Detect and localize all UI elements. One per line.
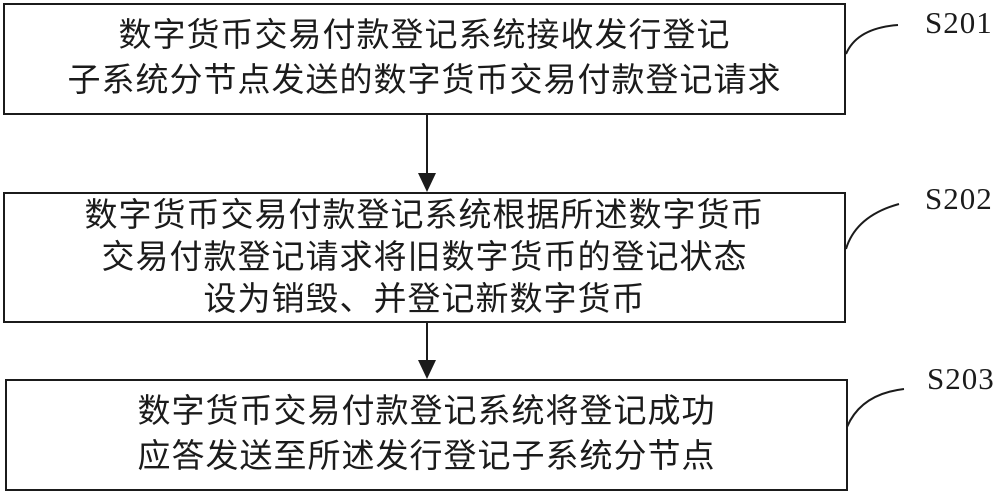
leader-curve-s203 bbox=[846, 388, 905, 428]
flow-step-box-1: 数字货币交易付款登记系统接收发行登记 子系统分节点发送的数字货币交易付款登记请求 bbox=[3, 3, 846, 115]
arrow-step2-to-step3 bbox=[418, 323, 436, 379]
flow-step-3-text-line-2: 应答发送至所述发行登记子系统分节点 bbox=[137, 439, 716, 475]
arrow-step1-to-step2 bbox=[418, 115, 436, 192]
step-label-s201: S201 bbox=[925, 5, 993, 40]
step-label-s202: S202 bbox=[925, 181, 993, 216]
flow-step-1-text-line-1: 数字货币交易付款登记系统接收发行登记 bbox=[118, 18, 731, 54]
flow-step-box-3: 数字货币交易付款登记系统将登记成功 应答发送至所述发行登记子系统分节点 bbox=[5, 379, 848, 491]
flow-step-3-text-line-1: 数字货币交易付款登记系统将登记成功 bbox=[137, 394, 716, 430]
leader-curve-s201 bbox=[845, 24, 899, 55]
flow-step-2-text-line-2: 交易付款登记请求将旧数字货币的登记状态 bbox=[101, 239, 748, 276]
flow-step-2-text-line-3: 设为销毁、并登记新数字货币 bbox=[203, 281, 646, 318]
flow-step-box-2: 数字货币交易付款登记系统根据所述数字货币 交易付款登记请求将旧数字货币的登记状态… bbox=[3, 192, 846, 323]
step-label-s203: S203 bbox=[927, 361, 995, 396]
flow-step-2-text-line-1: 数字货币交易付款登记系统根据所述数字货币 bbox=[84, 197, 765, 234]
leader-curve-s202 bbox=[845, 203, 900, 250]
flow-step-1-text-line-2: 子系统分节点发送的数字货币交易付款登记请求 bbox=[67, 63, 782, 99]
